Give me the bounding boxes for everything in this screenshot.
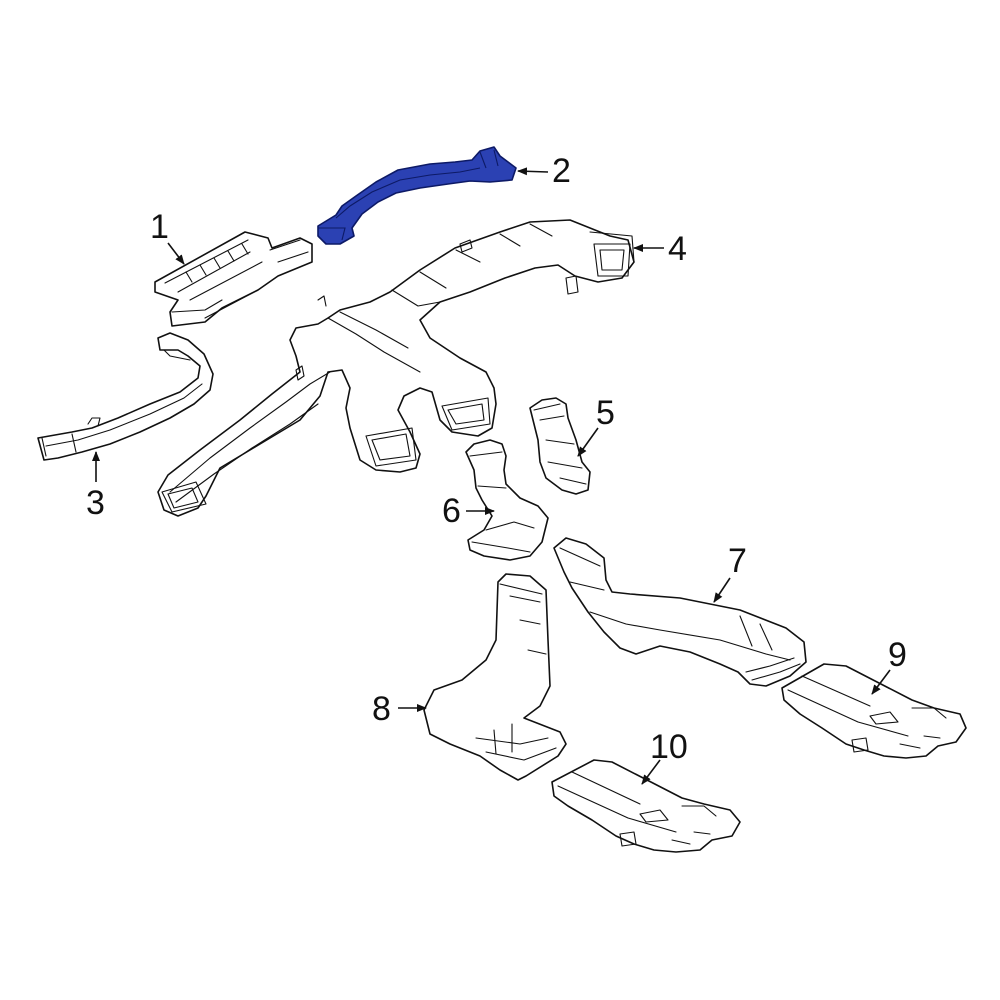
leader-lines: [92, 167, 891, 785]
part-1-vent-bracket[interactable]: [154, 231, 313, 327]
callout-8[interactable]: 8: [372, 690, 391, 728]
part-10-floor-vent[interactable]: [551, 759, 741, 853]
part-3-side-duct[interactable]: [37, 332, 214, 461]
part-5-vertical-duct[interactable]: [529, 397, 591, 495]
callout-1[interactable]: 1: [150, 208, 169, 246]
callout-7[interactable]: 7: [728, 542, 747, 580]
callout-4[interactable]: 4: [668, 230, 687, 268]
callout-2[interactable]: 2: [552, 152, 571, 190]
part-8-floor-duct[interactable]: [423, 573, 567, 781]
leader-9: [871, 669, 891, 695]
callout-9[interactable]: 9: [888, 636, 907, 674]
leader-10: [641, 759, 661, 785]
part-6-s-duct[interactable]: [465, 439, 549, 561]
leader-1: [167, 242, 185, 265]
leader-5: [577, 427, 599, 457]
callout-3[interactable]: 3: [86, 484, 105, 522]
leader-2: [517, 167, 549, 176]
leader-7: [713, 577, 731, 603]
center-duct-assembly: [157, 219, 635, 517]
part-9-floor-vent[interactable]: [781, 663, 967, 759]
callout-5[interactable]: 5: [596, 394, 615, 432]
callout-6[interactable]: 6: [442, 492, 461, 530]
part-2-defroster-duct[interactable]: [317, 146, 517, 245]
part-7-rear-floor-duct[interactable]: [553, 537, 807, 687]
callout-10[interactable]: 10: [650, 728, 688, 766]
callout-labels: 1 2 3 4 5 6 7 8 9 10: [86, 152, 907, 766]
